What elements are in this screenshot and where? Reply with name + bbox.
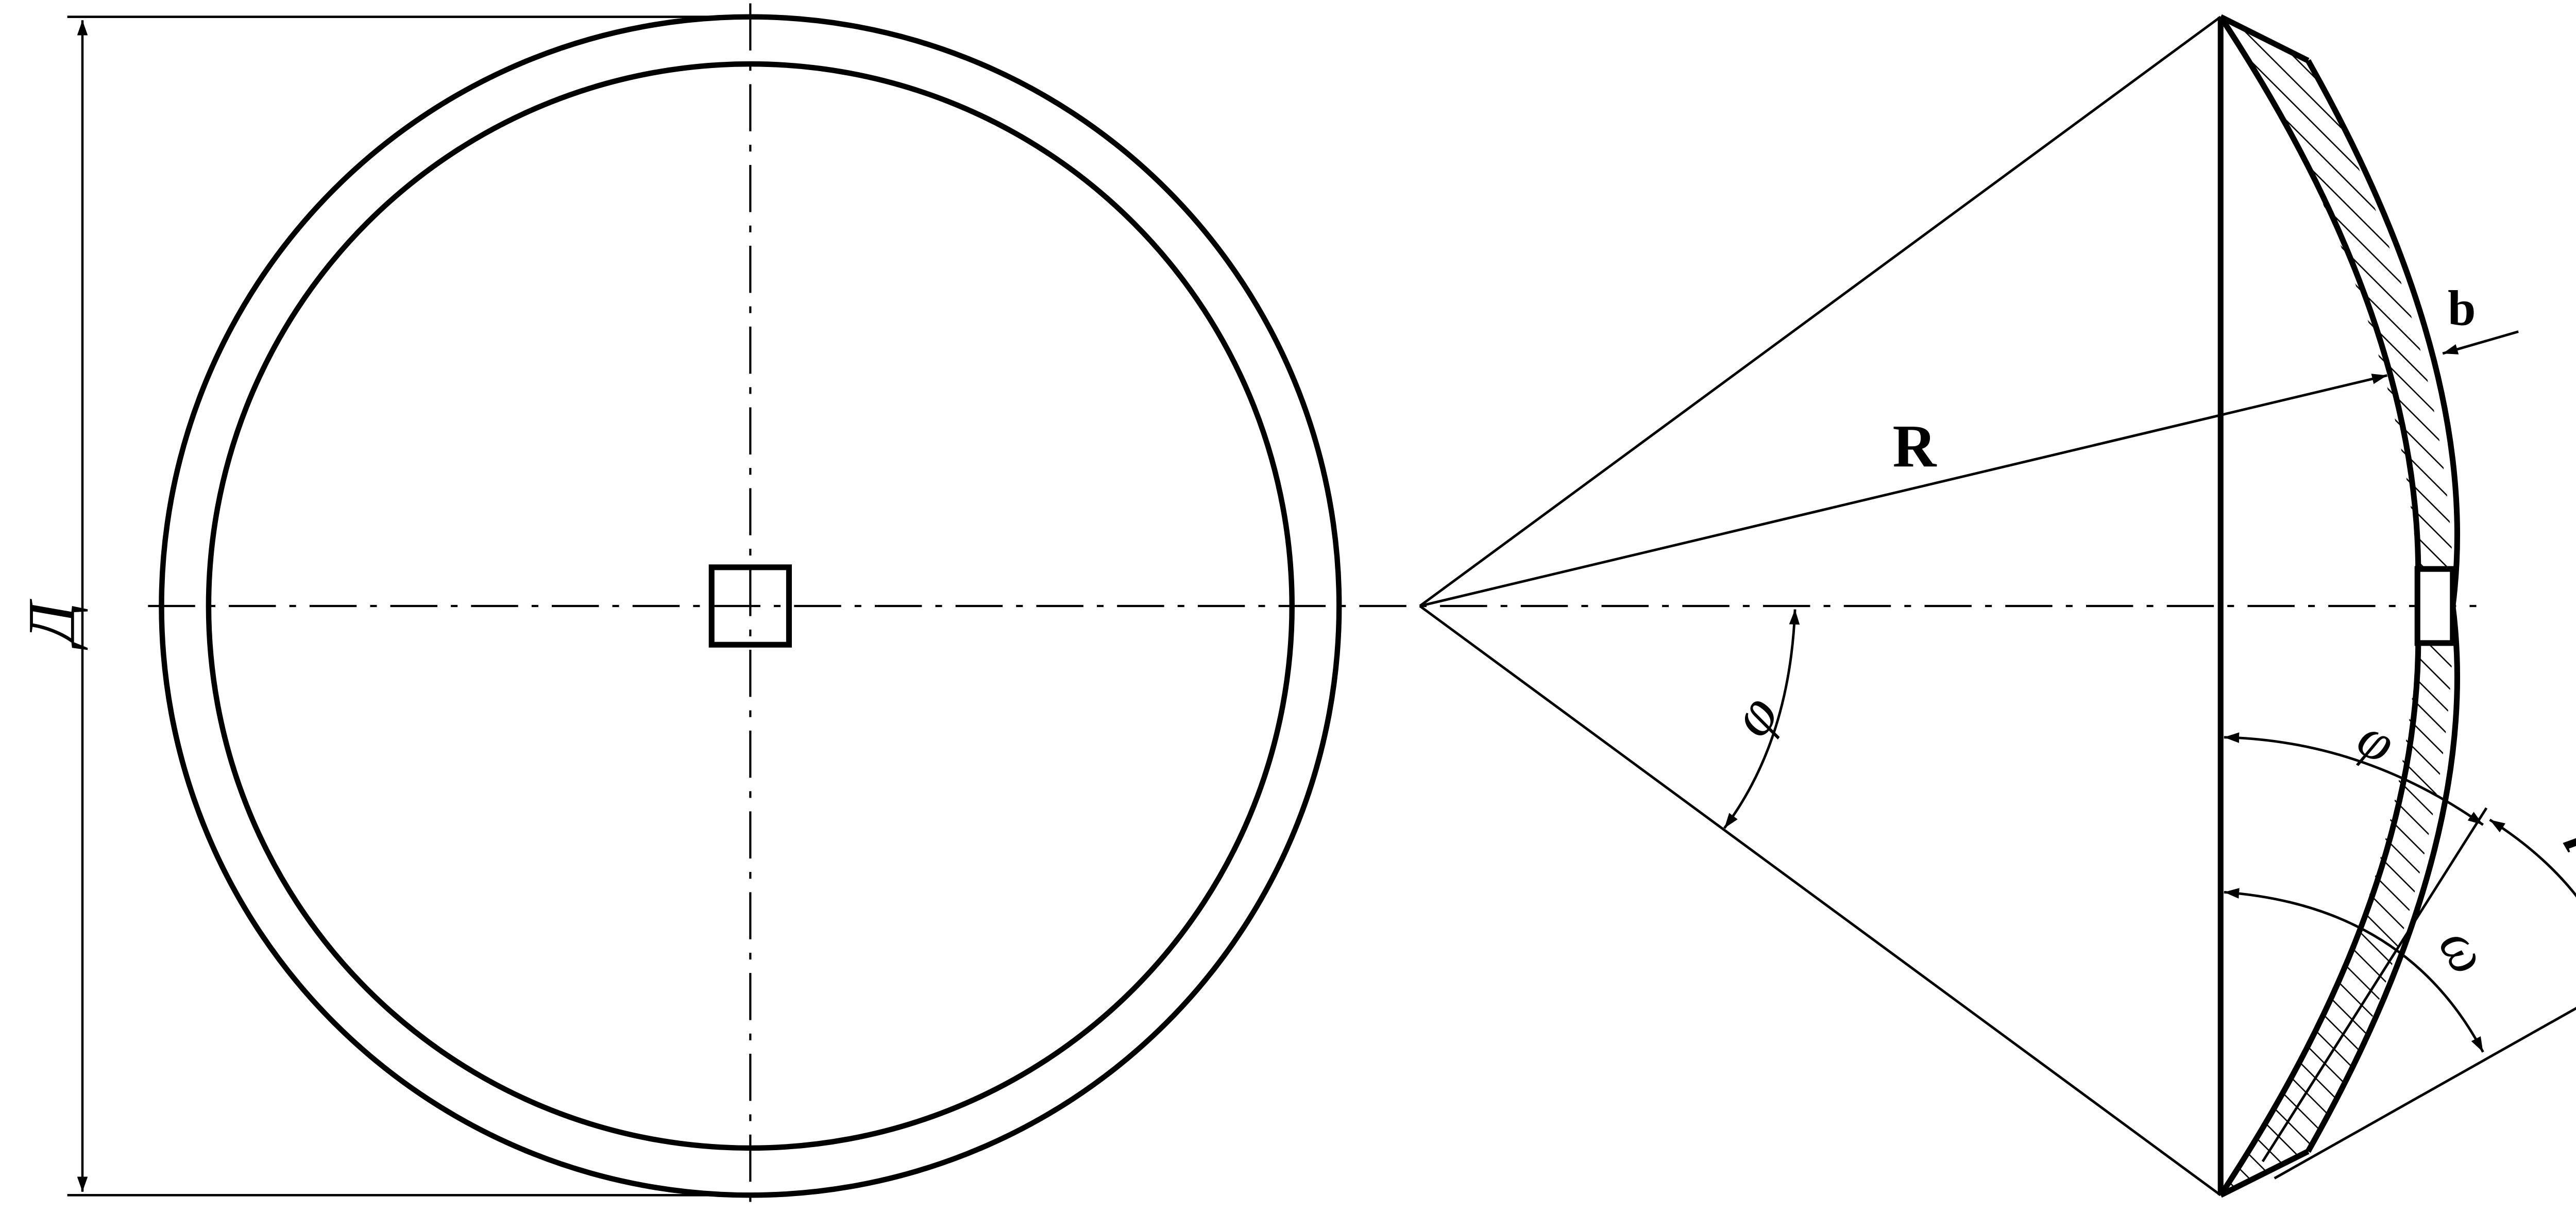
edge-bevel-bottom [2219, 1149, 2310, 1198]
radius-line [1419, 374, 2388, 608]
diameter-label: Д [15, 598, 89, 650]
front-view [148, 3, 2487, 1209]
omega-arc [2224, 888, 2484, 1053]
section-view: R b φ φ ω i [1419, 14, 2576, 1198]
phi-arc-center [1723, 609, 1800, 829]
i-arc [2489, 818, 2576, 980]
diameter-dimension: Д [15, 15, 751, 1197]
cone-line-upper [1419, 15, 2222, 607]
radius-label: R [1892, 413, 1937, 480]
phi-label-center: φ [1718, 682, 1792, 748]
square-hole [708, 564, 792, 648]
section-hole [2414, 566, 2456, 646]
radial-line-lower [2261, 807, 2488, 1163]
phi-arc-edge [2224, 732, 2484, 826]
tangent-line [2274, 1006, 2576, 1180]
section-hatch-lower [2221, 643, 2453, 1196]
phi-label-edge: φ [2347, 705, 2406, 776]
section-hatch-upper [2221, 16, 2453, 569]
thickness-label: b [2448, 280, 2476, 336]
omega-label: ω [2427, 917, 2502, 984]
i-label: i [2551, 816, 2576, 862]
thickness-leader [2442, 330, 2519, 355]
edge-bevel-top [2219, 14, 2310, 63]
cone-line-lower [1419, 605, 2222, 1197]
